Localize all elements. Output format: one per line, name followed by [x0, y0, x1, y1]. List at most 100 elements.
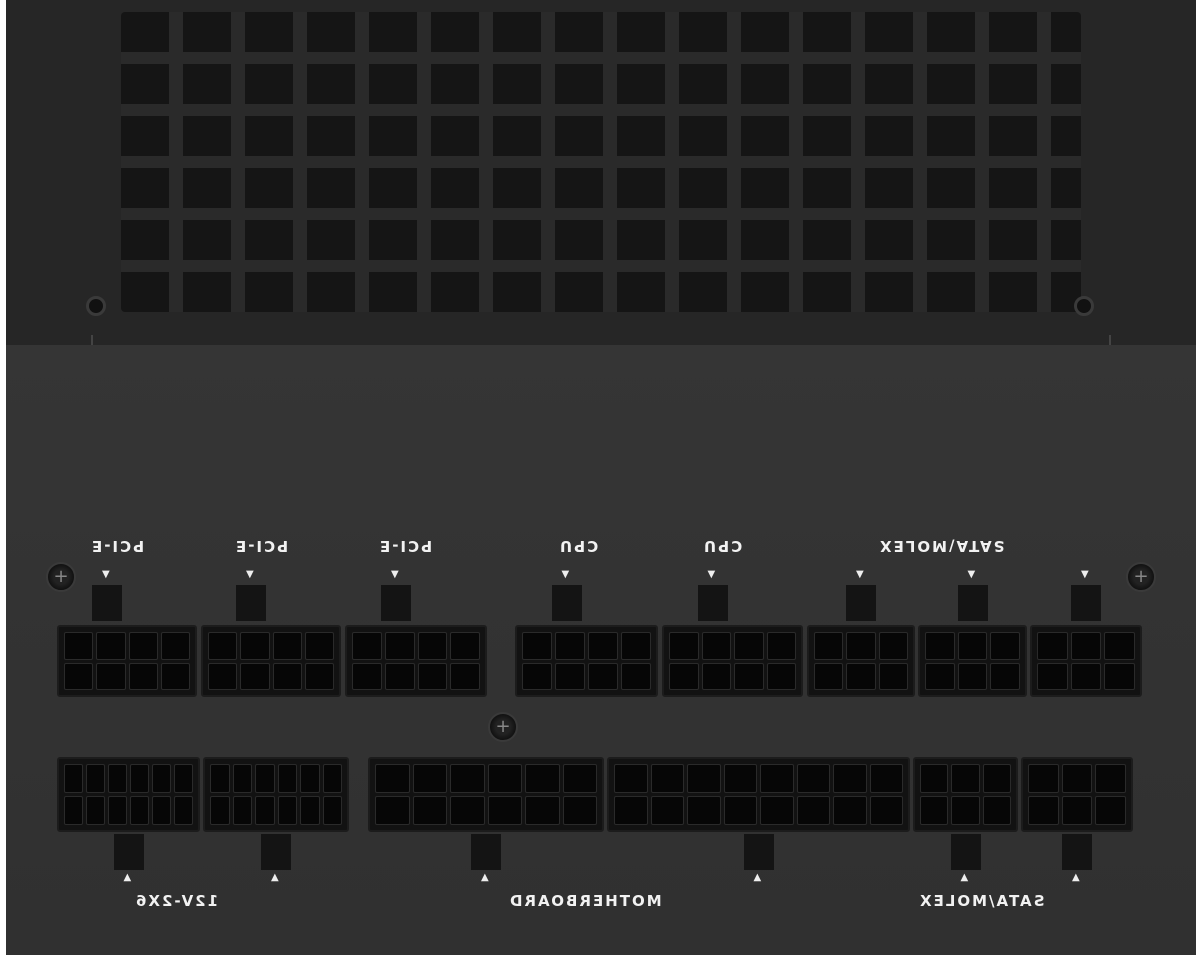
- socket-pin: [1104, 632, 1135, 660]
- cable-socket[interactable]: [918, 625, 1027, 697]
- socket-pin: [277, 796, 297, 825]
- socket-pin: [814, 632, 844, 660]
- socket-pin: [375, 796, 410, 825]
- socket-pin: [920, 796, 949, 825]
- socket-pin: [1061, 764, 1093, 793]
- cable-socket[interactable]: [807, 625, 915, 697]
- socket-pin: [208, 632, 238, 660]
- latch-tab: [846, 585, 876, 621]
- cable-socket[interactable]: [57, 625, 197, 697]
- socket-pin: [450, 764, 485, 793]
- mount-hole: [86, 296, 106, 316]
- socket-pin: [687, 796, 721, 825]
- latch-tab: [1071, 585, 1101, 621]
- cable-socket[interactable]: [57, 757, 200, 832]
- latch-tab: [950, 834, 981, 870]
- socket-pin: [525, 796, 560, 825]
- socket-pin: [304, 632, 334, 660]
- socket-pin: [869, 796, 903, 825]
- socket-pin: [450, 796, 485, 825]
- socket-pin: [300, 796, 320, 825]
- socket-pin: [487, 796, 522, 825]
- socket-pin: [240, 662, 270, 690]
- socket-pin: [760, 764, 794, 793]
- cable-socket[interactable]: [368, 757, 604, 832]
- socket-pin: [1037, 662, 1068, 690]
- cable-socket[interactable]: [203, 757, 349, 832]
- socket-pin: [1095, 796, 1126, 825]
- arrow-icon: ▲: [753, 872, 762, 883]
- cable-socket[interactable]: [1021, 757, 1133, 832]
- label-pcie-2: PCI-E: [234, 537, 289, 555]
- cable-socket[interactable]: [662, 625, 803, 697]
- socket-pin: [878, 662, 908, 690]
- socket-pin: [255, 796, 275, 825]
- arrow-icon: ▲: [960, 872, 969, 883]
- socket-pin: [272, 632, 302, 660]
- socket-pin: [160, 662, 190, 690]
- socket-pin: [322, 764, 342, 793]
- socket-pin: [272, 662, 302, 690]
- latch-tab: [236, 585, 266, 621]
- socket-pin: [621, 662, 651, 690]
- arrow-icon: ▲: [123, 872, 132, 883]
- socket-pin: [1070, 632, 1102, 660]
- socket-pin: [1028, 764, 1059, 793]
- arrow-icon: ▲: [271, 872, 279, 883]
- socket-pin: [108, 796, 127, 825]
- label-pcie-3: PCI-E: [378, 537, 433, 555]
- arrow-icon: ▼: [856, 569, 864, 580]
- socket-pin: [878, 632, 908, 660]
- socket-pin: [130, 764, 149, 793]
- latch-tab: [381, 585, 411, 621]
- arrow-icon: ▼: [561, 569, 570, 580]
- socket-pin: [869, 764, 903, 793]
- cable-socket[interactable]: [201, 625, 341, 697]
- socket-pin: [951, 796, 980, 825]
- socket-pin: [796, 764, 830, 793]
- latch-tab: [957, 585, 988, 621]
- arrow-icon: ▼: [391, 569, 399, 580]
- socket-pin: [450, 632, 480, 660]
- socket-pin: [760, 796, 794, 825]
- cable-socket[interactable]: [1030, 625, 1142, 697]
- socket-pin: [64, 632, 94, 660]
- socket-pin: [687, 764, 721, 793]
- socket-pin: [152, 796, 171, 825]
- socket-pin: [1037, 632, 1068, 660]
- socket-pin: [64, 796, 83, 825]
- socket-pin: [588, 662, 618, 690]
- label-motherboard: MOTHERBOARD: [508, 892, 662, 910]
- socket-pin: [650, 796, 684, 825]
- cable-socket[interactable]: [345, 625, 487, 697]
- socket-pin: [957, 662, 988, 690]
- socket-pin: [210, 764, 230, 793]
- cable-socket[interactable]: [913, 757, 1018, 832]
- label-12v-2x6: 12V-2X6: [134, 892, 219, 910]
- screw-icon: +: [1126, 562, 1156, 592]
- cable-socket[interactable]: [607, 757, 910, 832]
- socket-pin: [701, 632, 731, 660]
- label-sata-molex-bottom: SATA/MOLEX: [918, 892, 1045, 910]
- socket-pin: [128, 632, 158, 660]
- socket-pin: [96, 662, 126, 690]
- arrow-icon: ▲: [481, 872, 489, 883]
- socket-pin: [255, 764, 275, 793]
- cable-socket[interactable]: [515, 625, 658, 697]
- socket-pin: [384, 632, 415, 660]
- socket-pin: [152, 764, 171, 793]
- socket-pin: [304, 662, 334, 690]
- socket-pin: [1061, 796, 1093, 825]
- screw-icon: +: [46, 562, 76, 592]
- socket-pin: [412, 764, 447, 793]
- socket-pin: [1070, 662, 1102, 690]
- socket-pin: [525, 764, 560, 793]
- latch-tab: [697, 585, 728, 621]
- latch-tab: [551, 585, 582, 621]
- socket-pin: [621, 632, 651, 660]
- socket-pin: [417, 632, 448, 660]
- socket-pin: [734, 632, 764, 660]
- socket-pin: [1095, 764, 1126, 793]
- mount-hole: [1074, 296, 1094, 316]
- label-sata-molex-top: SATA/MOLEX: [878, 537, 1005, 555]
